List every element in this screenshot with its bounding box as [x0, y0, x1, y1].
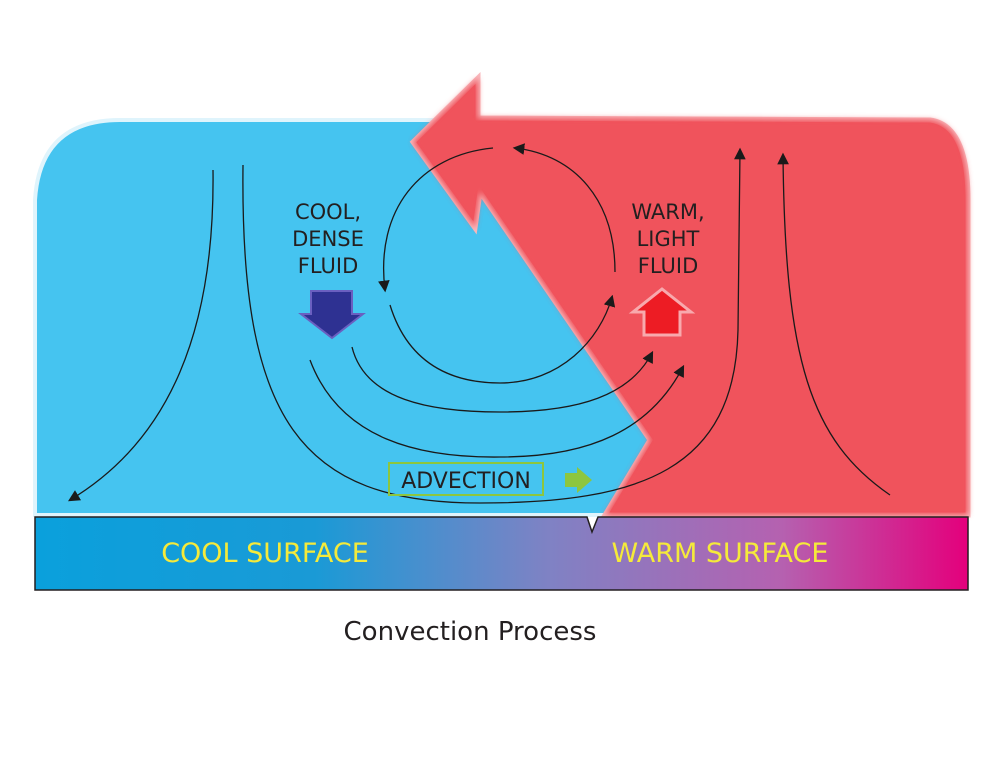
- sinking-arrow-icon: [298, 290, 366, 340]
- rising-arrow-icon: [628, 287, 696, 337]
- warm-surface-label: WARM SURFACE: [612, 538, 829, 569]
- flow-line-right-outer: [777, 152, 891, 496]
- flow-line-main: [242, 147, 746, 504]
- circulation-arc-right: [512, 143, 616, 273]
- flow-line-inner: [351, 346, 654, 413]
- svg-text:WARM,: WARM,: [631, 200, 704, 224]
- advection-box: [388, 462, 544, 496]
- svg-text:FLUID: FLUID: [298, 254, 358, 278]
- circulation-arc-bottom: [389, 294, 616, 384]
- flow-line-middle: [309, 359, 685, 458]
- circulation-arc-left: [378, 147, 494, 293]
- surface-bar: [34, 516, 969, 591]
- svg-text:FLUID: FLUID: [638, 254, 698, 278]
- advection-label: ADVECTION: [401, 469, 531, 494]
- diagram-title: Convection Process: [344, 617, 597, 647]
- cool-dense-fluid-label: COOL, DENSE FLUID: [292, 200, 364, 278]
- advection-arrow-icon: [565, 467, 592, 493]
- svg-text:DENSE: DENSE: [292, 227, 364, 251]
- svg-text:COOL,: COOL,: [295, 200, 361, 224]
- warm-light-fluid-label: WARM, LIGHT FLUID: [631, 200, 704, 278]
- svg-text:LIGHT: LIGHT: [637, 227, 700, 251]
- flow-line-left-outer: [67, 169, 214, 502]
- cool-surface-label: COOL SURFACE: [161, 538, 369, 569]
